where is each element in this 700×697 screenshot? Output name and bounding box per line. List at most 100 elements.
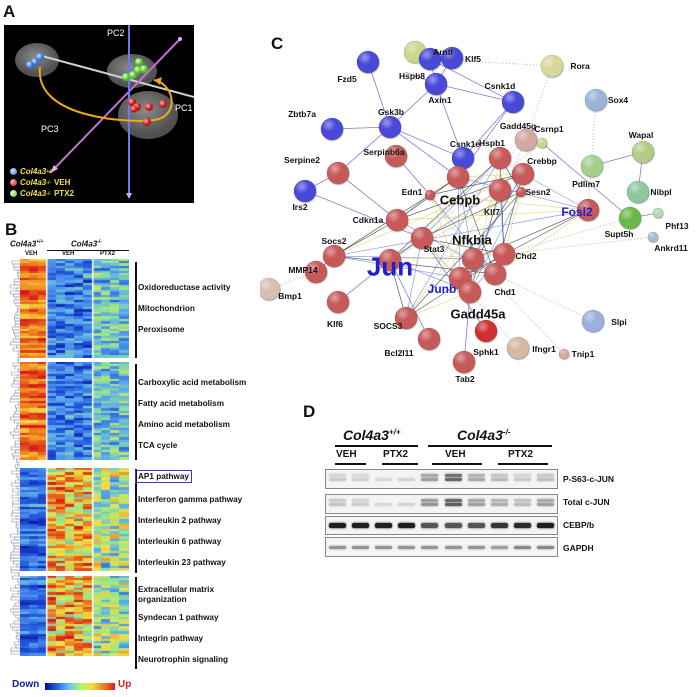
heatmap-dendrogram bbox=[9, 260, 20, 655]
node-label-sesn2: Sesn2 bbox=[525, 187, 551, 197]
pathway-label: Syndecan 1 pathway bbox=[138, 613, 219, 622]
network-edge bbox=[435, 83, 514, 103]
network-edge bbox=[494, 273, 594, 322]
blot-band bbox=[352, 477, 370, 481]
node-label-jun: Jun bbox=[366, 251, 414, 282]
heatmap-block-1 bbox=[20, 259, 129, 358]
blot-cond-wt-veh: VEH bbox=[336, 449, 357, 460]
network-edge bbox=[268, 271, 317, 290]
node-label-csnk1d: Csnk1d bbox=[484, 81, 516, 91]
node-label-gsk3b: Gsk3b bbox=[378, 107, 404, 117]
network-edge bbox=[472, 209, 589, 260]
blot-band bbox=[352, 499, 370, 502]
node-label-tab2: Tab2 bbox=[455, 374, 475, 384]
blot-band bbox=[490, 502, 508, 506]
blot-band bbox=[352, 545, 370, 549]
network-edge bbox=[463, 258, 474, 363]
blot-band bbox=[444, 502, 462, 506]
legend-dot-icon bbox=[10, 179, 17, 186]
blot-band bbox=[398, 523, 416, 528]
node-label-crebbp: Crebbp bbox=[527, 156, 557, 166]
node-label-socs2: Socs2 bbox=[321, 236, 347, 246]
blot-band bbox=[352, 474, 370, 477]
blot-band bbox=[421, 499, 439, 502]
blot-band bbox=[421, 474, 439, 477]
scale-label-up: Up bbox=[118, 679, 132, 690]
blot-band bbox=[444, 474, 462, 477]
node-label-klf5: Klf5 bbox=[464, 54, 482, 64]
network-edge bbox=[389, 259, 430, 340]
legend-dot-icon bbox=[10, 190, 17, 197]
network-edge bbox=[429, 194, 496, 275]
node-label-cebpb: Cebpb bbox=[439, 192, 481, 208]
blot-band bbox=[536, 499, 554, 502]
blot-band bbox=[329, 502, 347, 506]
blot-strip-gapdh bbox=[325, 537, 558, 557]
blot-group-ko-title: Col4a3-/- bbox=[457, 427, 511, 443]
points-ptx2 bbox=[122, 58, 148, 81]
network-edge bbox=[333, 219, 398, 257]
blot-band bbox=[375, 502, 393, 506]
heatmap-canvas bbox=[20, 362, 129, 460]
node-label-sphk1: Sphk1 bbox=[473, 347, 499, 357]
node-label-axin1: Axin1 bbox=[428, 95, 452, 105]
blot-band bbox=[329, 474, 347, 477]
node-label-ifngr1: Ifngr1 bbox=[532, 344, 556, 354]
heatmap-col-ko-ptx2: PTX2 bbox=[100, 251, 116, 257]
network-edge bbox=[333, 194, 431, 257]
node-label-phf13: Phf13 bbox=[665, 221, 689, 231]
network-edge bbox=[405, 189, 501, 319]
network-edge bbox=[499, 157, 505, 255]
heatmap-canvas bbox=[20, 468, 129, 571]
node-label-hspb1: Hspb1 bbox=[479, 138, 505, 148]
network-edge bbox=[522, 173, 589, 211]
blot-cond-wt-ptx2: PTX2 bbox=[383, 449, 409, 460]
panel-c-letter: C bbox=[271, 34, 284, 53]
network-edge bbox=[429, 173, 524, 196]
blot-band bbox=[513, 477, 531, 481]
cluster-ptx2-halo bbox=[107, 54, 157, 88]
blot-strip-pjun bbox=[325, 469, 558, 489]
blot-cond-ko-veh: VEH bbox=[445, 449, 466, 460]
pca-3d-plot: PC2 PC1 PC3 Col4a3+/+ Col4a3-/-VEH Col4a… bbox=[4, 25, 194, 203]
blot-band bbox=[513, 474, 531, 477]
node-label-rora: Rora bbox=[570, 61, 590, 71]
heatmap-col-ko-veh: VEH bbox=[62, 251, 75, 257]
blot-label: P-S63-c-JUN bbox=[563, 474, 615, 484]
node-label-serpinb6a: Serpinb6a bbox=[363, 147, 405, 157]
network-edge bbox=[389, 157, 501, 261]
node-label-gadd45g: Gadd45g bbox=[499, 121, 537, 131]
node-label-klf6: Klf6 bbox=[326, 319, 344, 329]
node-label-bmp1: Bmp1 bbox=[278, 291, 302, 301]
pathway-label: Mitochondrion bbox=[138, 304, 195, 313]
node-label-wapal: Wapal bbox=[628, 130, 654, 140]
pca-svg bbox=[15, 25, 194, 199]
node-label-serpine2: Serpine2 bbox=[284, 155, 320, 165]
blot-band bbox=[467, 545, 485, 549]
network-edge bbox=[367, 61, 391, 128]
network-edge bbox=[503, 236, 654, 255]
network-edge bbox=[405, 157, 501, 319]
heatmap-canvas bbox=[20, 259, 129, 358]
node-label-junb: Junb bbox=[427, 282, 457, 296]
blot-band bbox=[467, 477, 485, 481]
pca-legend: Col4a3+/+ Col4a3-/-VEH Col4a3-/-PTX2 bbox=[10, 166, 74, 199]
blot-label: Total c-JUN bbox=[563, 497, 610, 507]
blot-strip-totaljun bbox=[325, 494, 558, 514]
node-label-irs2: Irs2 bbox=[292, 202, 308, 212]
pathway-label: Interferon gamma pathway bbox=[138, 495, 243, 504]
heatmap-header-wt: Col4a3+/+ bbox=[10, 239, 44, 249]
blot-band bbox=[513, 523, 531, 528]
node-label-csnk1e: Csnk1e bbox=[449, 139, 481, 149]
blot-cond-ko-ptx2: PTX2 bbox=[508, 449, 534, 460]
pathway-label: Peroxisome bbox=[138, 325, 185, 334]
blot-band bbox=[421, 502, 439, 506]
ap1-highlight-box: AP1 pathway bbox=[135, 470, 192, 483]
blot-strip-cebpb bbox=[325, 516, 558, 535]
network-edge bbox=[333, 209, 589, 257]
blot-band bbox=[490, 477, 508, 481]
node-label-chd1: Chd1 bbox=[494, 287, 516, 297]
heatmap-block-4 bbox=[20, 576, 129, 656]
points-veh bbox=[128, 98, 167, 126]
network-edge bbox=[396, 219, 461, 279]
